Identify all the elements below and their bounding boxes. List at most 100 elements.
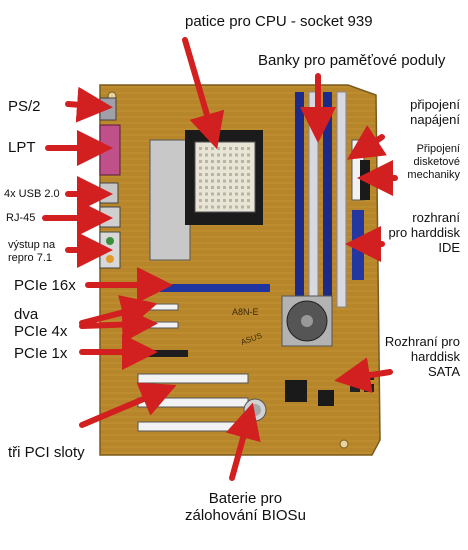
cpu-pin	[247, 147, 250, 150]
cpu-pin	[223, 154, 226, 157]
cpu-pin	[223, 180, 226, 183]
ram-slot	[295, 92, 304, 307]
label-ide: rozhranípro harddiskIDE	[388, 210, 460, 255]
cpu-pin	[229, 147, 232, 150]
label-pci: tři PCI sloty	[8, 444, 85, 461]
cpu-pin	[247, 206, 250, 209]
cpu-pin	[211, 199, 214, 202]
cmos-battery-inner	[249, 404, 261, 416]
pcb-mounting-hole	[340, 440, 348, 448]
cpu-pin	[235, 173, 238, 176]
cpu-pin	[205, 173, 208, 176]
cpu-pin	[205, 154, 208, 157]
cpu-pin	[223, 206, 226, 209]
pcie-4x-slot	[148, 322, 178, 328]
io-rj45-port	[100, 207, 120, 227]
cpu-pin	[235, 206, 238, 209]
arrow-pcie4-b	[82, 324, 140, 326]
sata-connector	[364, 384, 374, 392]
cpu-pin	[229, 180, 232, 183]
pcie-4x-slot	[148, 304, 178, 310]
cpu-pin	[211, 154, 214, 157]
cpu-pin	[217, 160, 220, 163]
ram-slot	[323, 92, 332, 307]
cpu-pin	[223, 160, 226, 163]
label-rj45: RJ-45	[6, 212, 35, 225]
io-usb-port	[100, 183, 118, 203]
cpu-pin	[229, 186, 232, 189]
cpu-pin	[235, 193, 238, 196]
cpu-pin	[241, 173, 244, 176]
cpu-pin	[217, 173, 220, 176]
label-pcie1: PCIe 1x	[14, 345, 67, 362]
cpu-pin	[229, 167, 232, 170]
cpu-pin	[199, 180, 202, 183]
cpu-pin	[217, 199, 220, 202]
cpu-pin	[211, 193, 214, 196]
cpu-pin	[217, 147, 220, 150]
cpu-pin	[217, 180, 220, 183]
cpu-pin	[235, 147, 238, 150]
cpu-pin	[229, 199, 232, 202]
label-floppy: Připojenídisketovémechaniky	[407, 143, 460, 182]
label-usb: 4x USB 2.0	[4, 188, 60, 201]
cpu-pin	[247, 160, 250, 163]
cpu-pin	[247, 154, 250, 157]
cpu-pin	[199, 147, 202, 150]
cpu-pin	[247, 180, 250, 183]
cpu-pin	[241, 206, 244, 209]
sata-connector	[350, 384, 360, 392]
cpu-pin	[205, 147, 208, 150]
cpu-pin	[205, 180, 208, 183]
cpu-pin	[223, 186, 226, 189]
cpu-pin	[223, 193, 226, 196]
cpu-pin	[229, 173, 232, 176]
cpu-pin	[247, 193, 250, 196]
label-battery: Baterie prozálohování BIOSu	[185, 490, 306, 524]
cpu-pin	[199, 154, 202, 157]
cpu-pin	[205, 167, 208, 170]
label-ps2: PS/2	[8, 98, 41, 115]
cpu-pin	[229, 160, 232, 163]
cpu-pin	[247, 167, 250, 170]
label-pcie16: PCIe 16x	[14, 277, 76, 294]
cpu-pin	[241, 160, 244, 163]
cpu-pin	[217, 167, 220, 170]
floppy-connector	[360, 160, 370, 200]
cpu-pin	[199, 173, 202, 176]
io-lpt-port	[100, 125, 120, 175]
cpu-pin	[199, 199, 202, 202]
cpu-pin	[223, 199, 226, 202]
cpu-pin	[235, 160, 238, 163]
cpu-pin	[199, 160, 202, 163]
cpu-pin	[199, 193, 202, 196]
cpu-pin	[229, 193, 232, 196]
cpu-pin	[199, 206, 202, 209]
io-audio-jack	[106, 255, 114, 263]
cpu-pin	[247, 173, 250, 176]
ram-slot	[337, 92, 346, 307]
label-power: připojenínapájení	[410, 97, 460, 127]
cpu-pin	[217, 154, 220, 157]
cpu-pin	[211, 160, 214, 163]
io-ps2-port	[100, 98, 116, 120]
cpu-pin	[205, 160, 208, 163]
cpu-pin	[241, 167, 244, 170]
cpu-pin	[211, 173, 214, 176]
cpu-pin	[217, 193, 220, 196]
cpu-pin	[223, 147, 226, 150]
cpu-pin	[241, 180, 244, 183]
cpu-pin	[241, 193, 244, 196]
cpu-pin	[205, 193, 208, 196]
cpu-pin	[211, 186, 214, 189]
io-chip	[285, 380, 307, 402]
label-audio: výstup narepro 7.1	[8, 239, 55, 265]
cpu-pin	[211, 167, 214, 170]
label-cpu-socket: patice pro CPU - socket 939	[185, 13, 373, 30]
label-sata: Rozhraní proharddiskSATA	[385, 334, 460, 379]
pci-slot	[138, 422, 248, 431]
arrow-ps2	[68, 104, 95, 106]
pcie-16x-slot	[160, 284, 270, 292]
cpu-pin	[199, 167, 202, 170]
